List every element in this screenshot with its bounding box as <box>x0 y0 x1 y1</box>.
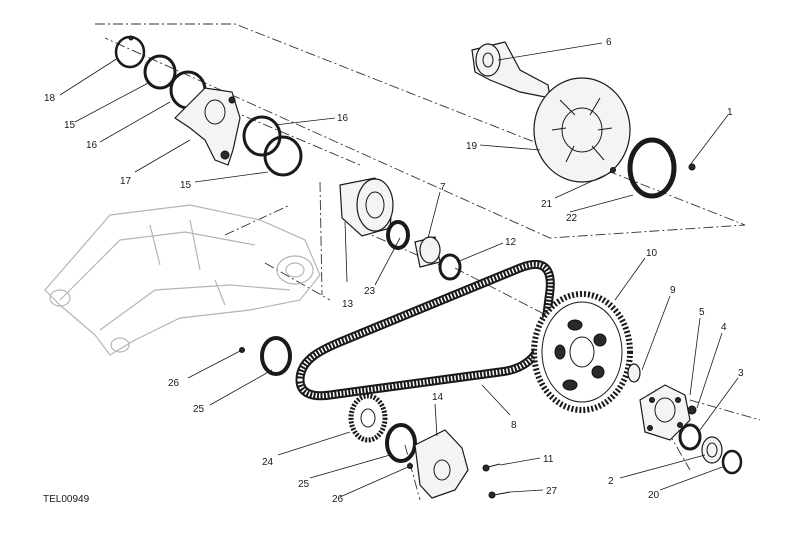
callout-label: 13 <box>342 299 354 310</box>
callout-label: 25 <box>193 404 205 415</box>
front-pulley-24 <box>348 393 388 443</box>
o-ring-16-bottom <box>242 115 282 157</box>
nut-9 <box>627 363 641 383</box>
diagram-code: TEL00949 <box>43 494 90 505</box>
callout-label: 11 <box>543 454 554 465</box>
callout-label: 10 <box>646 248 658 259</box>
bearing-23 <box>386 220 410 250</box>
o-ring-15-bottom <box>263 135 303 177</box>
callout-labels: 18 15 16 17 15 16 6 19 1 21 22 7 12 23 1… <box>44 37 744 505</box>
spacer-7 <box>414 236 441 268</box>
seal-ring-12 <box>438 253 462 281</box>
callout-label: 5 <box>699 307 705 318</box>
screw-26-bottom <box>407 463 413 469</box>
callout-label: 6 <box>606 37 612 48</box>
screw-27 <box>488 491 511 499</box>
callout-label: 19 <box>466 141 478 152</box>
callout-label: 16 <box>337 113 349 124</box>
callout-label: 27 <box>546 486 558 497</box>
callout-label: 7 <box>440 182 446 193</box>
chain-guard-14 <box>414 429 469 499</box>
callout-label: 15 <box>180 180 192 191</box>
callout-label: 24 <box>262 457 274 468</box>
sprocket-ring-22 <box>627 137 677 199</box>
o-ring-15-top <box>143 54 177 90</box>
wheel-shaft-6 <box>471 41 551 99</box>
callout-label: 2 <box>608 476 614 487</box>
swingarm-ghost <box>44 204 321 356</box>
screw-1 <box>688 163 696 171</box>
brake-disc-19 <box>533 77 631 183</box>
screw-11 <box>482 463 501 472</box>
rear-pulley-10 <box>531 291 633 413</box>
circlip-20 <box>721 449 743 475</box>
snap-ring-18 <box>114 35 146 69</box>
callout-label: 26 <box>332 494 344 505</box>
callout-label: 25 <box>298 479 310 490</box>
callout-label: 14 <box>432 392 444 403</box>
callout-label: 15 <box>64 120 76 131</box>
callout-label: 23 <box>364 286 376 297</box>
callout-label: 20 <box>648 490 660 501</box>
tone-ring-25-top <box>260 336 292 376</box>
callout-label: 16 <box>86 140 98 151</box>
washer-4 <box>687 405 697 415</box>
leader-lines <box>59 42 739 498</box>
callout-label: 8 <box>511 420 517 431</box>
drive-belt-8 <box>295 259 555 401</box>
callout-label: 4 <box>721 322 727 333</box>
callout-label: 1 <box>727 107 733 118</box>
callout-label: 17 <box>120 176 132 187</box>
tone-ring-25-bottom <box>385 423 417 463</box>
cush-drive-flange-5 <box>639 384 691 441</box>
callout-label: 18 <box>44 93 56 104</box>
screw-21 <box>610 167 616 173</box>
callout-label: 9 <box>670 285 676 296</box>
callout-label: 22 <box>566 213 578 224</box>
callout-label: 3 <box>738 368 744 379</box>
callout-label: 21 <box>541 199 553 210</box>
caliper-bracket-17 <box>174 87 241 166</box>
callout-label: 26 <box>168 378 180 389</box>
seal-3 <box>678 423 702 451</box>
bearing-2 <box>701 436 723 464</box>
eccentric-hub-13 <box>339 177 394 237</box>
callout-label: 12 <box>505 237 517 248</box>
